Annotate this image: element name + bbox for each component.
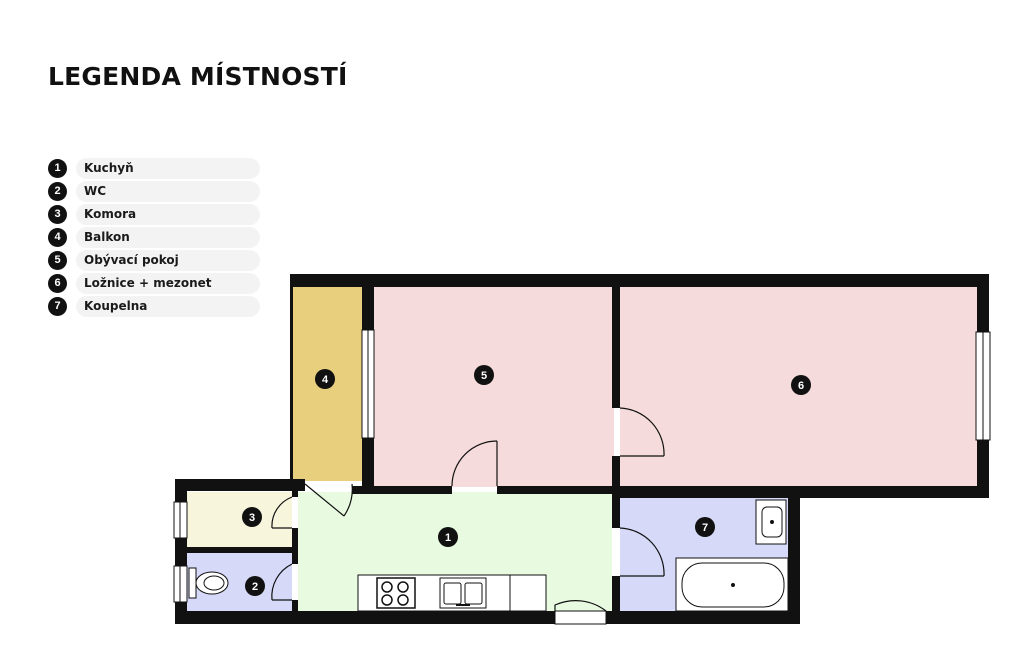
marker-circle xyxy=(242,507,262,527)
marker-balcony: 4 xyxy=(315,369,335,389)
legend-pill xyxy=(76,227,260,248)
legend-number: 4 xyxy=(48,228,67,247)
wall xyxy=(290,274,293,484)
door-leaf xyxy=(304,483,345,517)
legend-item-kitchen: 1 Kuchyň xyxy=(48,158,260,179)
room-storage-fill xyxy=(187,492,292,547)
legend-label: Koupelna xyxy=(84,299,148,313)
toilet-seat xyxy=(203,575,225,591)
room-markers: 1 2 3 4 5 6 7 xyxy=(242,365,811,596)
marker-number: 1 xyxy=(445,532,451,544)
wall xyxy=(606,611,800,624)
sink-basin xyxy=(464,582,483,605)
door-swing xyxy=(271,563,293,601)
toilet xyxy=(188,567,229,599)
marker-number: 7 xyxy=(702,522,708,534)
wall xyxy=(175,479,305,491)
legend-item-bathroom: 7 Koupelna xyxy=(48,296,260,317)
burner xyxy=(397,594,409,606)
marker-number: 4 xyxy=(322,374,329,386)
marker-number: 6 xyxy=(798,380,804,392)
legend-label: Ložnice + mezonet xyxy=(84,276,212,290)
wall xyxy=(612,576,620,624)
marker-wc: 2 xyxy=(245,576,265,596)
marker-number: 3 xyxy=(249,512,255,524)
wall xyxy=(612,274,620,408)
legend-item-storage: 3 Komora xyxy=(48,204,260,225)
legend-number: 3 xyxy=(48,205,67,224)
door-swing xyxy=(554,600,607,612)
marker-storage: 3 xyxy=(242,507,262,527)
wall xyxy=(292,528,298,564)
marker-bedroom: 6 xyxy=(791,375,811,395)
marker-circle xyxy=(474,365,494,385)
legend-number: 2 xyxy=(48,182,67,201)
room-legend: 1 Kuchyň 2 WC 3 Komora 4 Balkon 5 Obývac… xyxy=(48,158,260,319)
marker-kitchen: 1 xyxy=(438,527,458,547)
legend-label: Kuchyň xyxy=(84,161,134,175)
burner xyxy=(381,594,393,606)
wall xyxy=(290,274,989,287)
legend-label: Balkon xyxy=(84,230,130,244)
marker-circle xyxy=(245,576,265,596)
legend-pill xyxy=(76,273,260,294)
wall xyxy=(612,486,989,498)
windows xyxy=(173,329,991,603)
door-swing xyxy=(619,407,665,457)
legend-pill xyxy=(76,296,260,317)
wall xyxy=(292,600,298,624)
door-swing xyxy=(451,440,498,487)
marker-number: 5 xyxy=(481,370,487,382)
legend-number: 7 xyxy=(48,297,67,316)
marker-circle xyxy=(791,375,811,395)
burner xyxy=(381,581,393,593)
washbasin-drain xyxy=(770,520,774,524)
burner xyxy=(397,581,409,593)
legend-item-wc: 2 WC xyxy=(48,181,260,202)
sink-basin xyxy=(443,582,462,605)
door-swing xyxy=(271,496,293,529)
bathtub-drain xyxy=(731,583,735,587)
legend-pill xyxy=(76,250,260,271)
marker-circle xyxy=(438,527,458,547)
marker-number: 2 xyxy=(252,581,258,593)
wall xyxy=(788,486,800,624)
legend-item-bedroom: 6 Ložnice + mezonet xyxy=(48,273,260,294)
legend-number: 6 xyxy=(48,274,67,293)
marker-living-room: 5 xyxy=(474,365,494,385)
wall xyxy=(175,611,555,624)
legend-item-living-room: 5 Obývací pokoj xyxy=(48,250,260,271)
wall xyxy=(292,479,298,497)
legend-label: Obývací pokoj xyxy=(84,253,179,267)
door-swing xyxy=(343,483,353,517)
toilet-tank xyxy=(188,567,197,599)
room-living-fill xyxy=(374,287,614,487)
bathroom-fixtures xyxy=(675,499,789,612)
marker-circle xyxy=(695,517,715,537)
legend-item-balcony: 4 Balkon xyxy=(48,227,260,248)
wall xyxy=(497,486,618,494)
marker-circle xyxy=(315,369,335,389)
marker-bathroom: 7 xyxy=(695,517,715,537)
legend-label: Komora xyxy=(84,207,137,221)
legend-number: 5 xyxy=(48,251,67,270)
page-title: LEGENDA MÍSTNOSTÍ xyxy=(48,62,348,91)
door-swing xyxy=(619,527,665,577)
wall xyxy=(175,547,298,553)
legend-pill xyxy=(76,158,260,179)
doors xyxy=(271,407,665,624)
legend-label: WC xyxy=(84,184,107,198)
entrance-threshold xyxy=(554,610,607,625)
wall xyxy=(612,456,620,498)
kitchen-counter xyxy=(357,574,547,612)
wall xyxy=(612,494,620,528)
wall xyxy=(352,486,452,494)
legend-number: 1 xyxy=(48,159,67,178)
legend-pill xyxy=(76,181,260,202)
legend-pill xyxy=(76,204,260,225)
